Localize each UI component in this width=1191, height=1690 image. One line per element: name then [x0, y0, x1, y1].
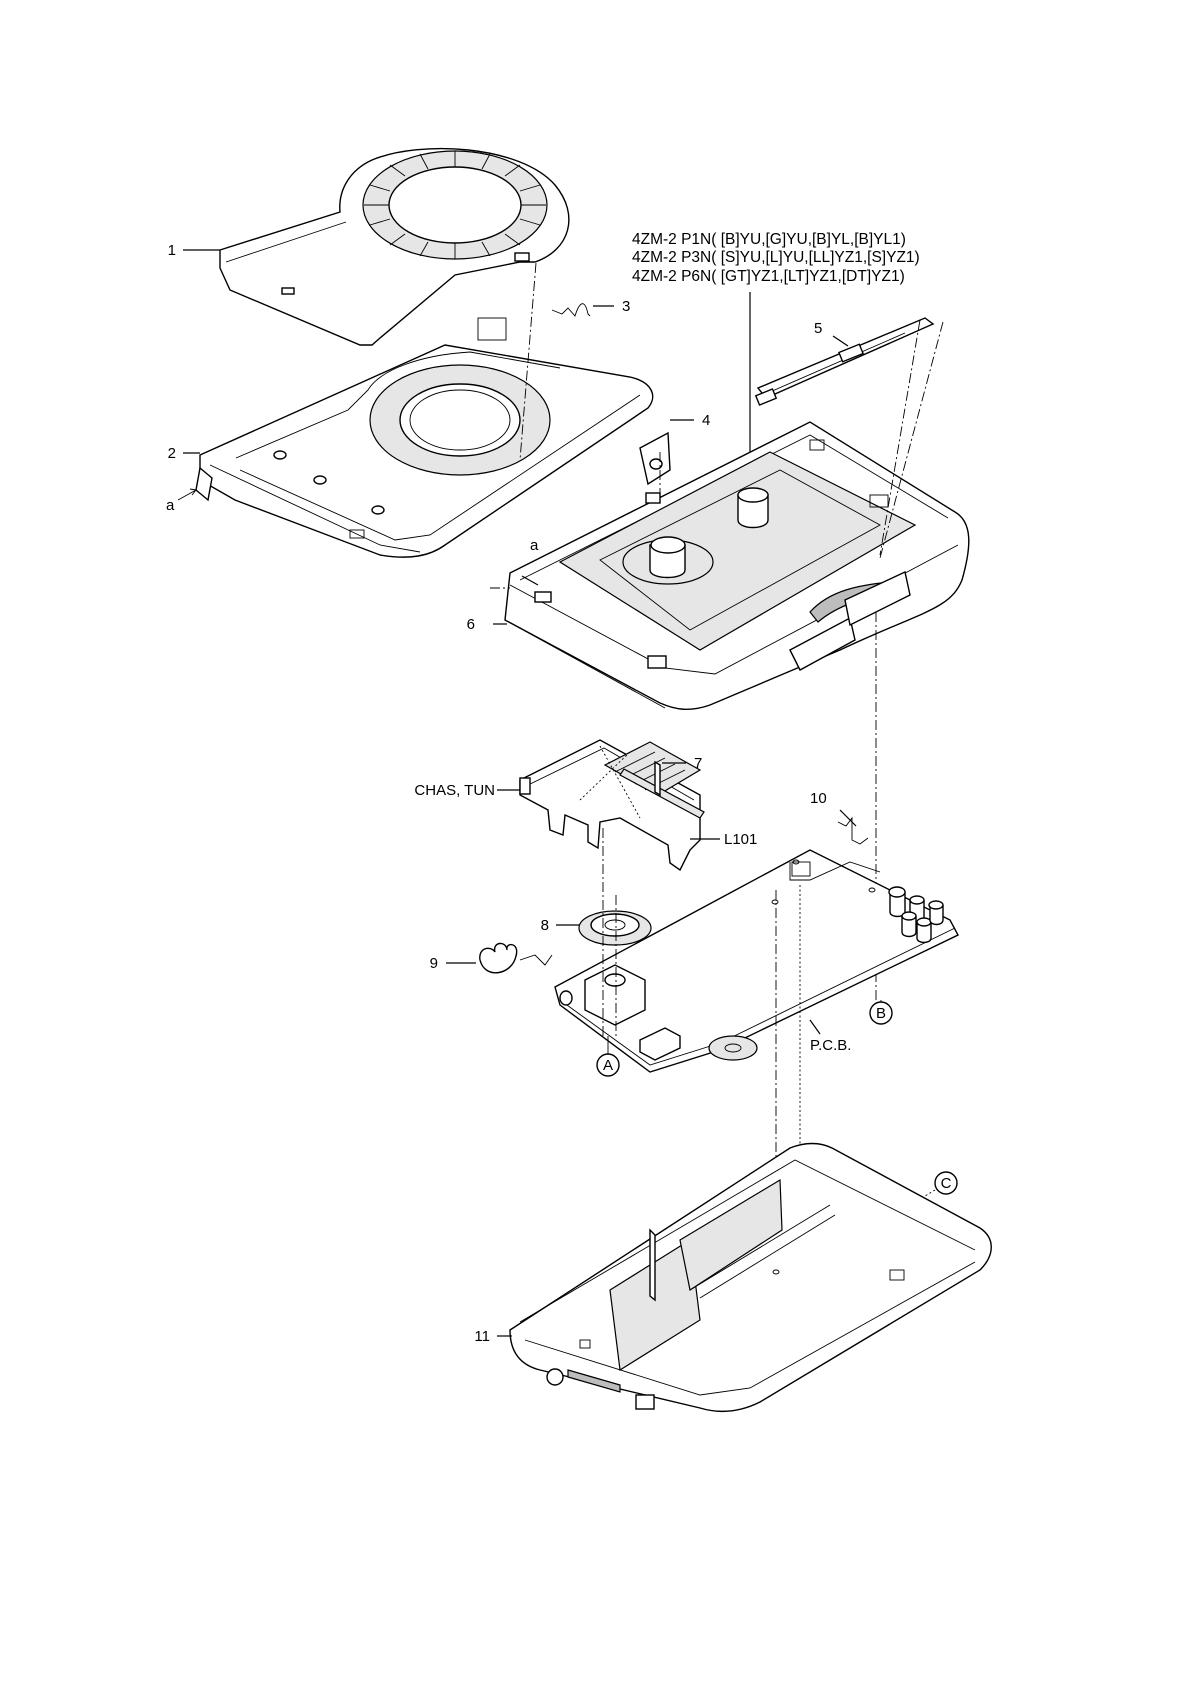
ref-circle-a: A — [597, 1054, 619, 1076]
model-line-2: 4ZM-2 P3N( [S]YU,[L]YU,[LL]YZ1,[S]YZ1) — [632, 249, 920, 266]
part-3-spring — [552, 304, 590, 316]
label-ref-a: A — [603, 1057, 613, 1074]
label-part-4: 4 — [702, 412, 710, 429]
label-part-3: 3 — [622, 298, 630, 315]
part-10-clip — [838, 818, 868, 844]
label-ref-b: B — [876, 1005, 886, 1022]
label-part-8: 8 — [541, 917, 549, 934]
label-part-6: 6 — [467, 616, 475, 633]
part-1-top-lid — [220, 149, 569, 345]
model-line-3: 4ZM-2 P6N( [GT]YZ1,[LT]YZ1,[DT]YZ1) — [632, 268, 905, 285]
label-part-11: 11 — [474, 1328, 490, 1345]
pcb-board — [555, 850, 958, 1072]
part-2-front-cover — [196, 318, 653, 557]
label-part-7: 7 — [694, 755, 702, 772]
label-l101: L101 — [724, 831, 757, 848]
part-4-tab — [640, 433, 670, 484]
chas-tun-assembly — [520, 740, 700, 870]
part-6-chassis — [505, 422, 969, 709]
leader-pcb — [810, 1020, 820, 1034]
part-11-bottom-case — [510, 1144, 991, 1412]
label-pcb: P.C.B. — [810, 1037, 851, 1054]
ref-circle-c: C — [935, 1172, 957, 1194]
label-a-chassis: a — [530, 537, 539, 554]
leader-5 — [833, 336, 848, 346]
part-8-gear — [579, 911, 651, 945]
label-chas-tun: CHAS, TUN — [414, 782, 495, 799]
leader-a-left — [178, 489, 196, 500]
model-line-1: 4ZM-2 P1N( [B]YU,[G]YU,[B]YL,[B]YL1) — [632, 231, 906, 248]
ref-circle-b: B — [870, 1002, 892, 1024]
label-part-2: 2 — [168, 445, 176, 462]
label-a-left: a — [166, 497, 175, 514]
part-5-bracket — [756, 318, 933, 405]
label-part-10: 10 — [810, 790, 827, 807]
label-part-5: 5 — [814, 320, 822, 337]
label-part-9: 9 — [430, 955, 438, 972]
label-ref-c: C — [941, 1175, 952, 1192]
part-9-spring — [480, 943, 552, 972]
label-part-1: 1 — [168, 242, 176, 259]
